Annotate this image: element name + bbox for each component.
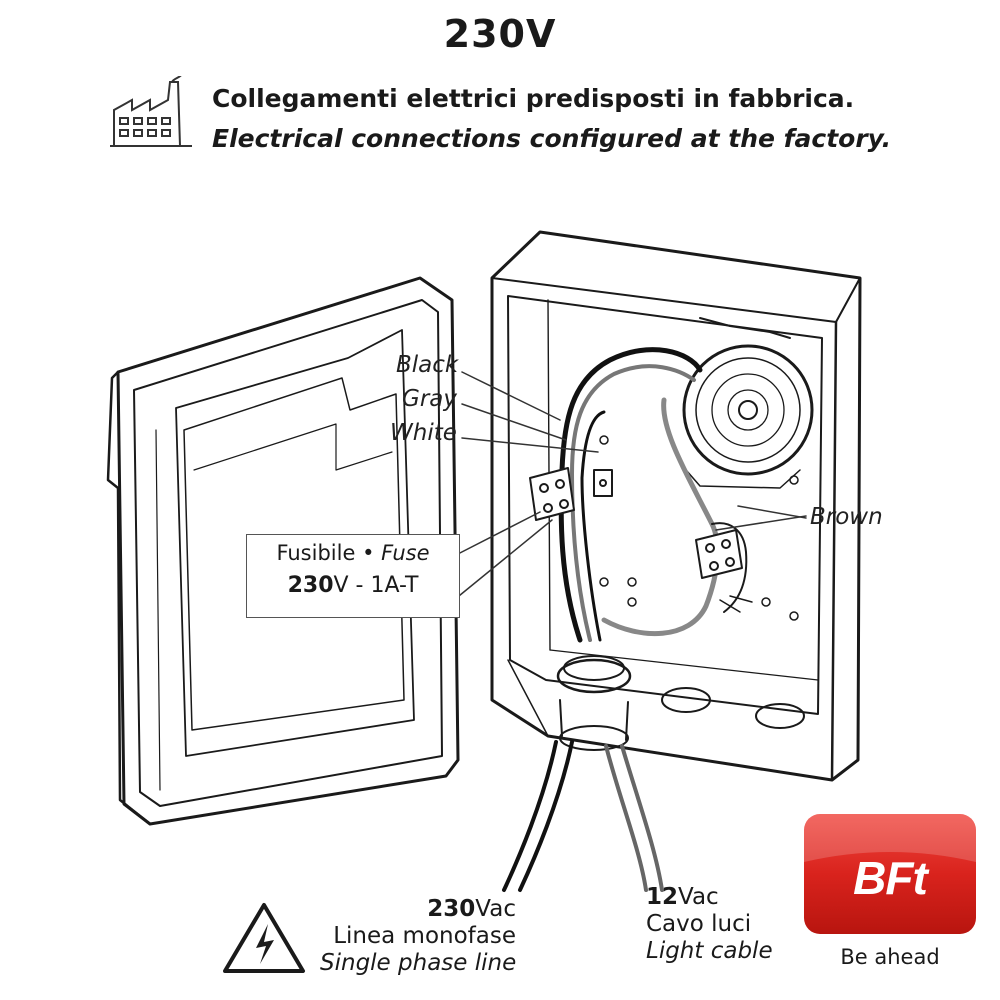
label-white-wire: White xyxy=(390,420,457,446)
transformer xyxy=(682,317,814,489)
label-black-wire: Black xyxy=(396,352,459,378)
internal-wiring xyxy=(558,347,753,643)
fuse-label-en: Fuse xyxy=(381,541,430,565)
enclosure-lid xyxy=(106,276,460,826)
external-cables xyxy=(502,740,664,892)
fuse-label-it: Fusibile xyxy=(276,541,356,565)
cable-230-voltage: 230 xyxy=(427,896,476,922)
label-brown-wire: Brown xyxy=(810,504,883,530)
cable-12-line-it: Cavo luci xyxy=(646,911,752,937)
cable-12-voltage: 12 xyxy=(646,884,679,910)
fuse-callout: Fusibile • Fuse 230V - 1A-T xyxy=(246,534,460,618)
factory-icon xyxy=(110,76,192,147)
header-italian: Collegamenti elettrici predisposti in fa… xyxy=(212,84,855,113)
page-title: 230V xyxy=(443,12,557,56)
cable-230-line-it: Linea monofase xyxy=(333,923,516,949)
cable-230-line-en: Single phase line xyxy=(320,950,517,976)
brand-tagline: Be ahead xyxy=(840,945,940,969)
label-gray-wire: Gray xyxy=(402,386,457,412)
fuse-rating: V - 1A-T xyxy=(333,573,419,598)
high-voltage-warning-icon xyxy=(223,903,305,973)
svg-text:BFt: BFt xyxy=(853,852,929,904)
cable-230-caption: 230Vac Linea monofase Single phase line xyxy=(320,896,516,977)
bft-logo: BFt xyxy=(804,814,976,934)
cable-12-caption: 12Vac Cavo luci Light cable xyxy=(646,884,773,965)
terminal-block-left xyxy=(529,467,575,521)
header-english: Electrical connections configured at the… xyxy=(212,124,892,153)
cable-12-unit: Vac xyxy=(678,884,719,910)
cable-12-line-en: Light cable xyxy=(646,938,773,964)
fuse-separator: • xyxy=(362,541,375,565)
fuse-holder xyxy=(593,469,613,497)
fuse-voltage: 230 xyxy=(287,573,334,598)
leader-lines xyxy=(453,371,807,601)
terminal-block-right xyxy=(695,529,743,579)
cable-230-unit: Vac xyxy=(475,896,516,922)
